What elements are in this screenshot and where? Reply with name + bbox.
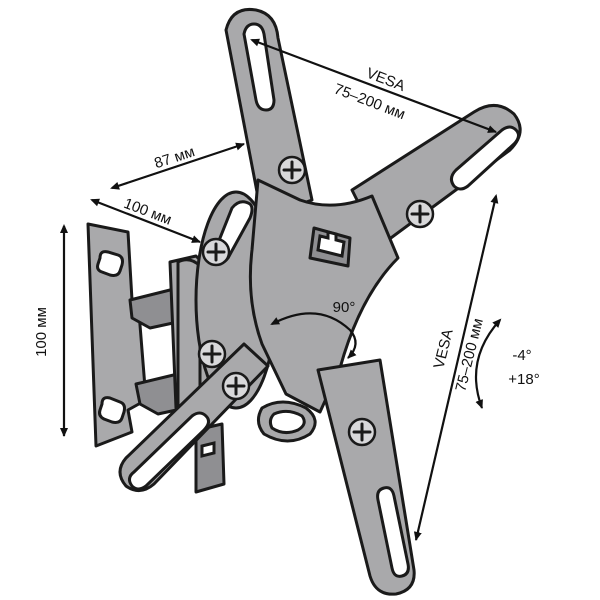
screw-icon [221,371,251,401]
screw-icon [405,199,435,229]
screw-icon [347,417,377,447]
screw-icon [201,237,231,267]
swivel-label: 90° [333,299,356,316]
dimension-lines [60,38,502,541]
vesa-side-range: 75–200 мм [452,317,487,394]
tilt-up-label: +18° [508,371,539,388]
vesa-side-title: VESA [431,327,457,370]
tilt-down-label: -4° [512,347,531,364]
screw-icon [197,339,227,369]
swivel-arm [128,254,214,422]
wall-plate [86,222,226,494]
depth-100-label: 100 мм [121,195,174,229]
screw-icon [277,155,307,185]
height-100-label: 100 мм [33,307,50,357]
